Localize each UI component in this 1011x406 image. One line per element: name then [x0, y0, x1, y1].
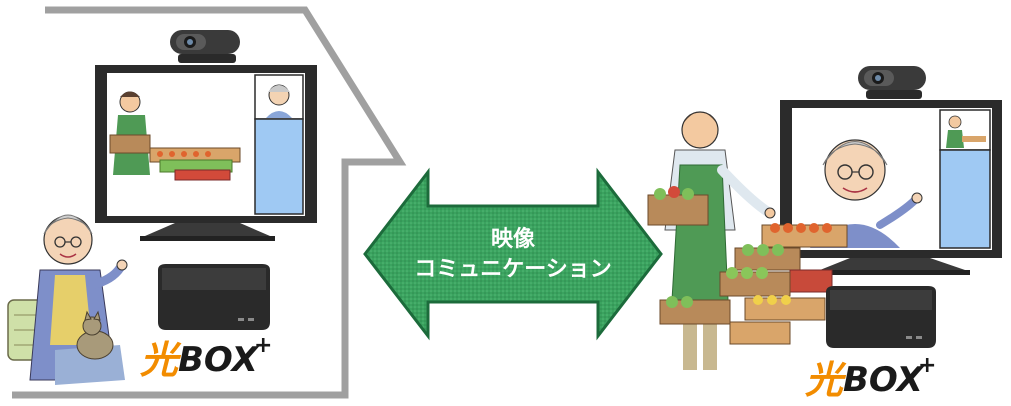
tv-pip-grocer — [946, 115, 986, 148]
left-hikari-box-logo: 光 BOX + — [140, 333, 272, 382]
logo-word-right: BOX — [843, 360, 925, 400]
tv-grocer-illustration — [109, 91, 241, 181]
tv-pip-grandma — [266, 84, 292, 118]
logo-plus: + — [254, 333, 272, 358]
left-webcam-icon — [170, 30, 240, 63]
grocer-illustration — [647, 111, 776, 370]
double-arrow: 映像 コミュニケーション — [363, 167, 663, 341]
left-set-top-box-icon — [158, 264, 270, 330]
logo-word: BOX — [178, 340, 260, 380]
right-set-top-box-icon — [826, 286, 936, 348]
right-tv — [780, 100, 1002, 275]
logo-kanji: 光 — [140, 338, 182, 382]
logo-kanji-right: 光 — [805, 358, 847, 402]
cat-illustration — [76, 310, 114, 360]
right-hikari-box-logo: 光 BOX + — [805, 353, 936, 402]
right-webcam-icon — [858, 66, 926, 99]
house-outline — [12, 6, 407, 399]
arrow-caption-line2: コミュニケーション — [414, 257, 612, 282]
grandma-illustration — [7, 214, 128, 385]
arrow-caption-line1: 映像 — [491, 226, 536, 252]
vegetable-crates-illustration — [659, 223, 848, 345]
logo-plus-right: + — [918, 353, 936, 378]
